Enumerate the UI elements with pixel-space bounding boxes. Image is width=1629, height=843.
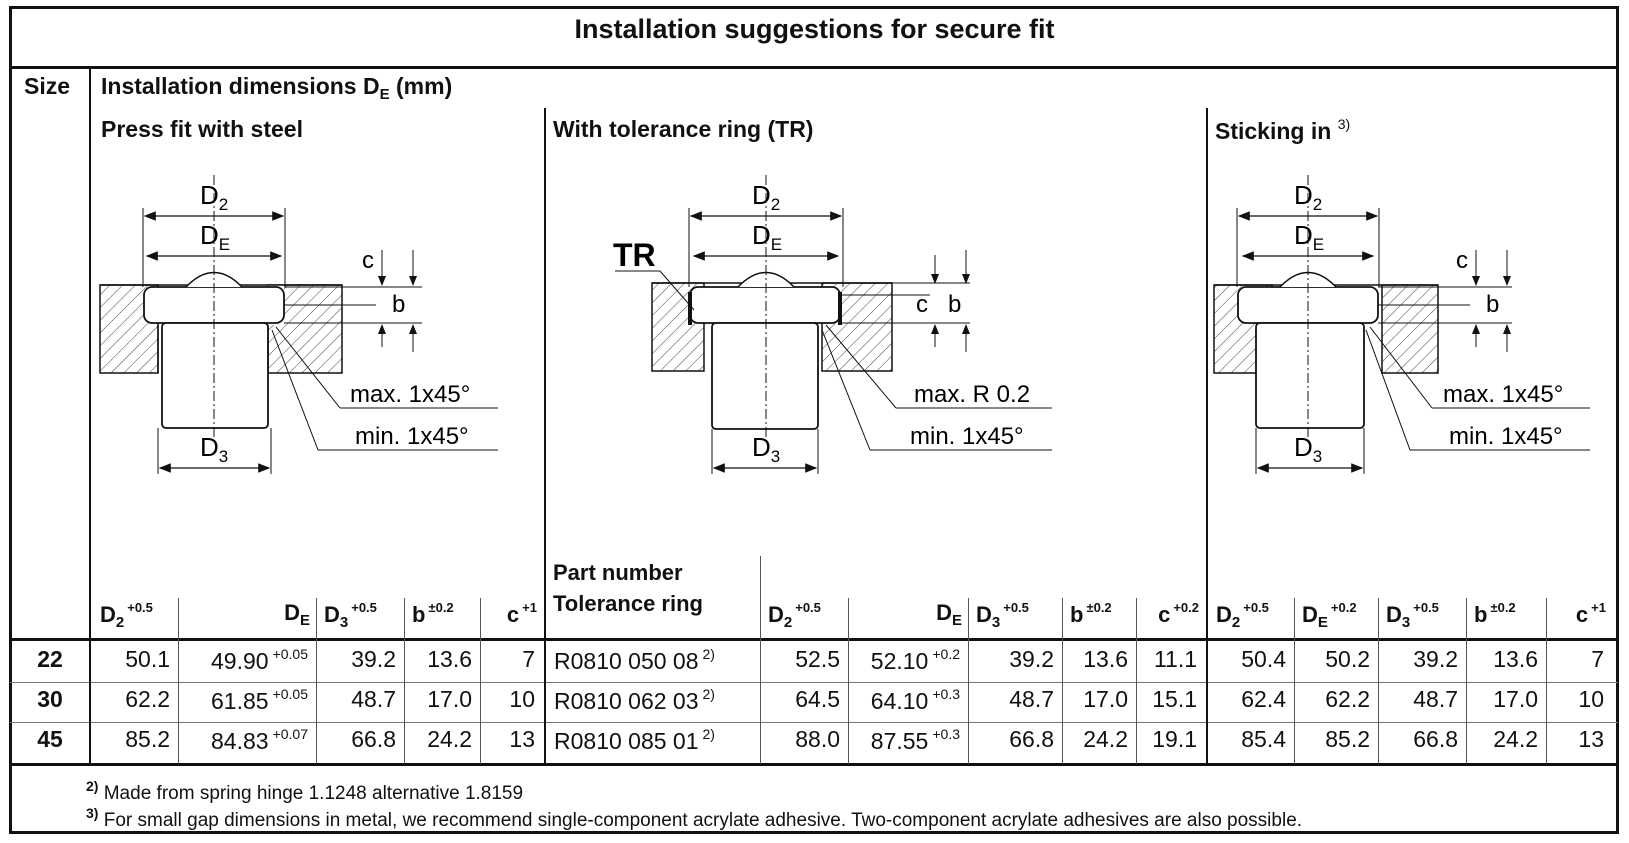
footnote-3: 3) For small gap dimensions in metal, we… <box>86 805 1303 831</box>
cell-s_d2: 85.4 <box>1241 726 1286 752</box>
column-separator <box>848 598 849 764</box>
cell-p_b: 13.6 <box>427 646 472 672</box>
page-title: Installation suggestions for secure fit <box>574 14 1055 44</box>
cell-p_de: 49.90+0.05 <box>211 646 308 674</box>
cell-t_d3: 39.2 <box>1009 646 1054 672</box>
cell-s_b: 17.0 <box>1493 686 1538 712</box>
cell-s_b: 24.2 <box>1493 726 1538 752</box>
column-header-sticking-3: b±0.2 <box>1474 600 1516 627</box>
cell-t_c: 15.1 <box>1152 686 1197 712</box>
column-separator <box>1062 598 1063 764</box>
table-frame <box>9 6 1619 834</box>
cell-s_d3: 48.7 <box>1413 686 1458 712</box>
cell-s_de: 62.2 <box>1325 686 1370 712</box>
cell-s_c: 10 <box>1578 686 1604 712</box>
cell-s_d3: 66.8 <box>1413 726 1458 752</box>
column-separator <box>178 598 179 764</box>
footnote-2: 2) Made from spring hinge 1.1248 alterna… <box>86 778 524 804</box>
cell-p_c: 7 <box>522 646 535 672</box>
column-separator <box>480 598 481 764</box>
cell-s_d2: 50.4 <box>1241 646 1286 672</box>
column-header-press-0: D2+0.5 <box>100 600 153 631</box>
row-divider <box>10 722 1618 723</box>
cell-p_c: 13 <box>509 726 535 752</box>
table-bottom-divider <box>10 763 1618 766</box>
column-header-press-1: DE <box>284 600 310 629</box>
cell-p_b: 17.0 <box>427 686 472 712</box>
column-separator <box>316 598 317 764</box>
cell-p_d2: 62.2 <box>125 686 170 712</box>
cell-p_d3: 66.8 <box>351 726 396 752</box>
column-header-tolerance-3: b±0.2 <box>1070 600 1112 627</box>
cell-p_d2: 85.2 <box>125 726 170 752</box>
column-header-part-number-line-0: Part number <box>553 560 683 585</box>
cell-t_c: 11.1 <box>1153 646 1197 672</box>
cell-s_c: 13 <box>1578 726 1604 752</box>
cell-t_de: 52.10+0.2 <box>870 646 960 674</box>
column-header-sticking-1: DE+0.2 <box>1302 600 1357 631</box>
column-header-part-number-line-1: Tolerance ring <box>553 591 703 616</box>
cell-t_de: 87.55+0.3 <box>870 726 960 754</box>
cell-s_d2: 62.4 <box>1241 686 1286 712</box>
cell-p_de: 84.83+0.07 <box>211 726 308 754</box>
column-separator <box>968 598 969 764</box>
cell-p_d3: 48.7 <box>351 686 396 712</box>
column-header-press-2: D3+0.5 <box>324 600 377 631</box>
size-cell: 30 <box>37 686 63 712</box>
row-divider <box>10 682 1618 683</box>
column-header-press-3: b±0.2 <box>412 600 454 627</box>
cell-t_b: 24.2 <box>1083 726 1128 752</box>
size-cell: 22 <box>37 646 63 672</box>
cell-t_d2: 52.5 <box>795 646 840 672</box>
column-separator <box>760 598 761 764</box>
column-header-sticking-2: D3+0.5 <box>1386 600 1439 631</box>
cell-s_de: 85.2 <box>1325 726 1370 752</box>
cell-t_c: 19.1 <box>1152 726 1197 752</box>
cell-p_b: 24.2 <box>427 726 472 752</box>
header-divider <box>10 638 1618 641</box>
size-header: Size <box>24 73 71 99</box>
section-title-sticking: Sticking in 3) <box>1215 116 1351 144</box>
column-header-tolerance-0: D2+0.5 <box>768 600 821 631</box>
cell-t_d2: 88.0 <box>795 726 840 752</box>
section-divider-sticking <box>1206 108 1208 764</box>
column-separator <box>1378 598 1379 764</box>
column-separator <box>404 598 405 764</box>
column-separator <box>1546 598 1547 764</box>
cell-t_b: 17.0 <box>1083 686 1128 712</box>
cell-t_de: 64.10+0.3 <box>870 686 960 714</box>
cell-p_de: 61.85+0.05 <box>211 686 308 714</box>
column-header-sticking-0: D2+0.5 <box>1216 600 1269 631</box>
cell-t_d3: 66.8 <box>1009 726 1054 752</box>
cell-t_d2: 64.5 <box>795 686 840 712</box>
cell-p_d2: 50.1 <box>125 646 170 672</box>
part-number-separator <box>760 556 761 598</box>
size-cell: 45 <box>37 726 63 752</box>
column-header-tolerance-2: D3+0.5 <box>976 600 1029 631</box>
column-separator <box>1466 598 1467 764</box>
column-header-sticking-4: c+1 <box>1575 600 1606 627</box>
installation-dimensions-header: Installation dimensions DE (mm) <box>101 73 453 103</box>
section-title-tolerance-ring: With tolerance ring (TR) <box>553 116 814 142</box>
cell-s_d3: 39.2 <box>1413 646 1458 672</box>
section-title-press-fit: Press fit with steel <box>101 116 303 142</box>
cell-p_c: 10 <box>509 686 535 712</box>
cell-s_b: 13.6 <box>1493 646 1538 672</box>
column-header-tolerance-1: DE <box>936 600 962 629</box>
column-header-tolerance-4: c+0.2 <box>1158 600 1199 627</box>
column-separator <box>1294 598 1295 764</box>
cell-t_d3: 48.7 <box>1009 686 1054 712</box>
cell-s_c: 7 <box>1591 646 1604 672</box>
section-divider-tolerance <box>544 108 546 764</box>
title-divider <box>10 66 1618 69</box>
cell-s_de: 50.2 <box>1325 646 1370 672</box>
cell-t_b: 13.6 <box>1083 646 1128 672</box>
cell-p_d3: 39.2 <box>351 646 396 672</box>
column-separator <box>1136 598 1137 764</box>
size-column-divider <box>89 68 91 764</box>
column-header-press-4: c+1 <box>506 600 537 627</box>
